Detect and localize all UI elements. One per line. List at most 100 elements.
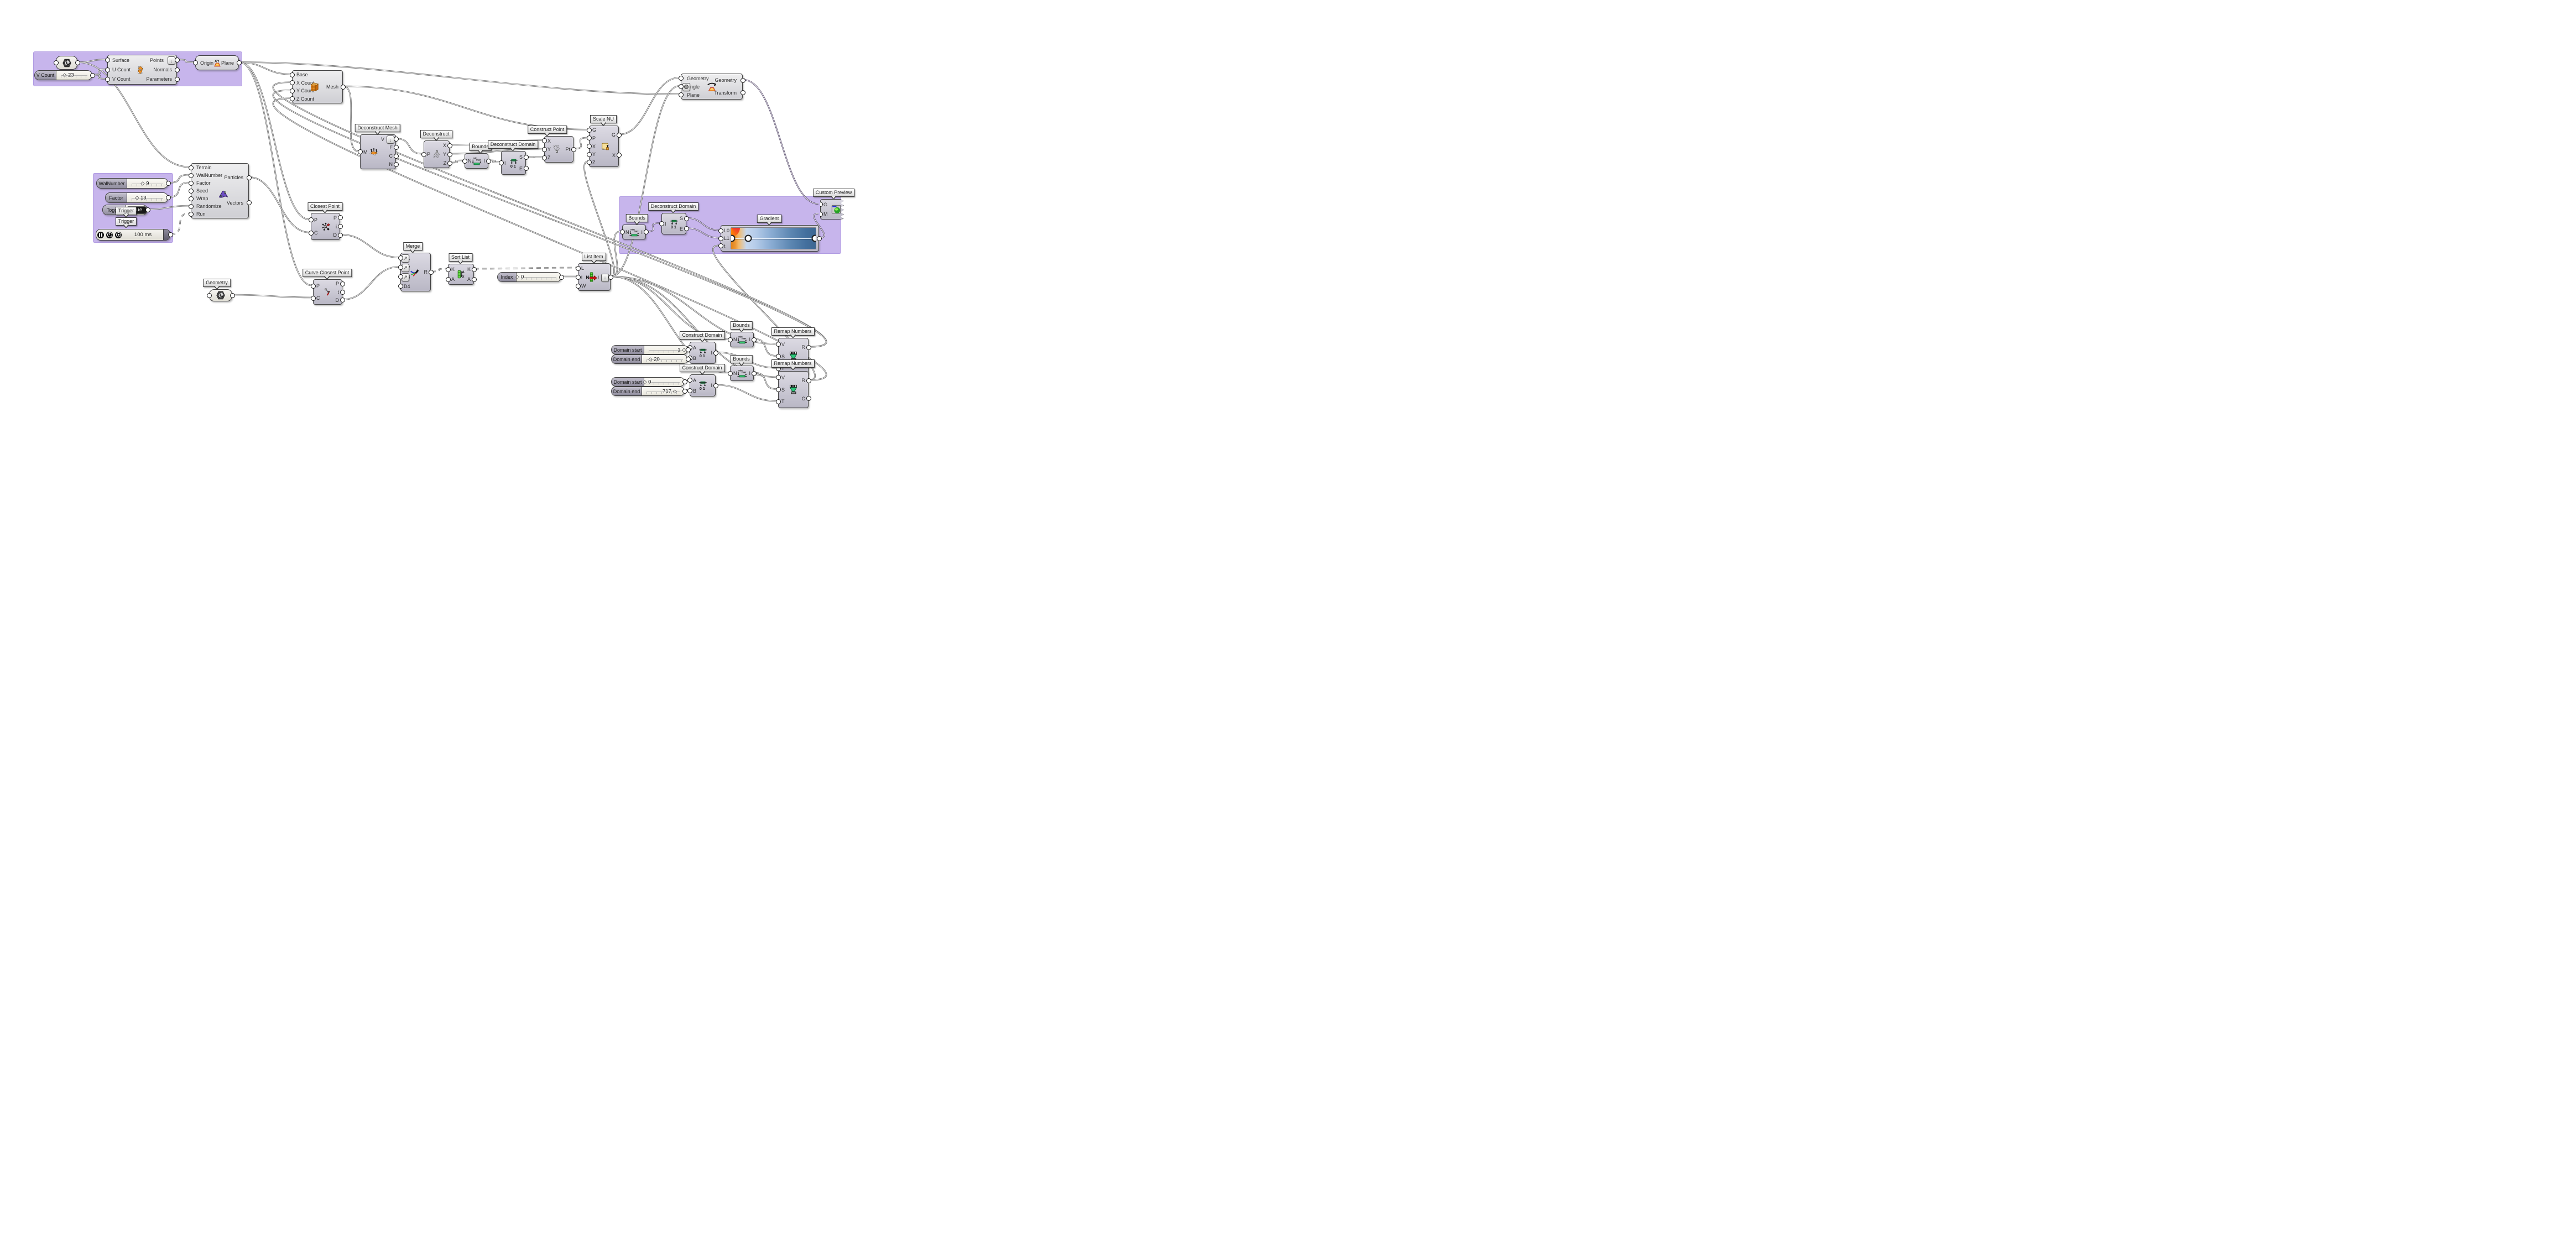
merge-tag[interactable]: Merge (403, 242, 423, 251)
domain-end-slider-2-track[interactable]: 717 ◇ (642, 387, 684, 395)
construct-point-in-nub-0[interactable] (541, 138, 547, 144)
scale-nu-in-nub-0[interactable] (586, 127, 592, 133)
vcount-slider-value[interactable]: ◇ 23 (62, 72, 74, 79)
gradient-in-nub-1[interactable] (718, 236, 723, 241)
index-slider-out-nub-0[interactable] (559, 274, 564, 280)
rotate-in-nub-0[interactable] (678, 76, 684, 81)
gradient-out-nub-0[interactable] (816, 236, 822, 241)
trigger-tag-tag[interactable]: Trigger (115, 207, 137, 215)
deconstruct-domain-1-out-nub-0[interactable] (523, 154, 529, 160)
deconstruct-mesh-out-nub-3[interactable] (393, 161, 399, 167)
gradient-grip[interactable] (731, 234, 736, 242)
divide-surface-in-nub-0[interactable] (105, 58, 110, 63)
vcount-slider-out-nub-0[interactable] (90, 72, 95, 78)
domain-start-slider-2-track[interactable]: ◇ 0 (643, 378, 684, 386)
index-slider[interactable]: Index◇ 0 (497, 272, 564, 282)
curve-closest-point-in-nub-0[interactable] (310, 283, 316, 289)
curve-closest-point-in-nub-1[interactable] (310, 295, 316, 301)
merge-out-nub-0[interactable] (428, 269, 434, 275)
divide-surface-in-nub-1[interactable] (105, 67, 110, 72)
domain-end-slider-1[interactable]: Domain end◇ 20 (611, 354, 691, 364)
deconstruct-domain-1-out-nub-1[interactable] (523, 166, 529, 171)
factor-slider-label[interactable]: Factor (106, 193, 127, 202)
scale-nu-in-nub-4[interactable] (586, 160, 592, 165)
walnumber-slider-value[interactable]: ◇ 9 (140, 180, 149, 186)
index-slider-label[interactable]: Index (498, 273, 517, 281)
surface-param-input-nub[interactable] (53, 60, 59, 65)
remap-numbers-2-out-nub-1[interactable] (806, 396, 811, 401)
domain-start-slider-2[interactable]: Domain start◇ 0 (611, 377, 687, 387)
geometry-param-out-nub-0[interactable] (230, 293, 235, 298)
closest-point-out-nub-1[interactable] (337, 224, 343, 229)
factor-slider-value[interactable]: ◇ 13 (135, 195, 147, 201)
closest-point-in-nub-0[interactable] (308, 217, 314, 223)
closest-point-out-nub-0[interactable] (337, 215, 343, 221)
custom-preview-in-nub-0[interactable] (818, 202, 823, 207)
construct-domain-2-tag[interactable]: Construct Domain (679, 364, 725, 372)
terrain-in-nub-5[interactable] (188, 203, 194, 209)
list-item-in-nub-2[interactable] (575, 283, 581, 289)
gradient-in-nub-2[interactable] (718, 243, 723, 249)
deconstruct-domain-2-out-nub-0[interactable] (684, 216, 689, 221)
mesh-box-in-nub-0[interactable] (289, 72, 295, 77)
construct-domain-2-in-nub-0[interactable] (687, 378, 692, 383)
index-slider-track[interactable]: ◇ 0 (515, 273, 561, 281)
pause-icon[interactable] (97, 231, 104, 238)
terrain-in-nub-3[interactable] (188, 188, 194, 194)
rotate-out-nub-0[interactable] (740, 77, 745, 83)
index-slider-value[interactable]: ◇ 0 (515, 274, 524, 280)
timer-grip[interactable] (163, 229, 170, 240)
factor-slider-track[interactable]: ◇ 13 (127, 193, 168, 202)
domain-end-slider-1-track[interactable]: ◇ 20 (642, 355, 687, 363)
deconstruct-domain-1-in-nub-0[interactable] (498, 160, 504, 165)
merge-in-nub-1[interactable] (398, 265, 403, 270)
walnumber-slider[interactable]: WalNumber◇ 9 (96, 178, 171, 189)
domain-end-slider-1-value[interactable]: ◇ 20 (648, 356, 660, 362)
domain-start-slider-1-value[interactable]: 1 ◇ (677, 347, 686, 353)
surface-param[interactable] (53, 56, 80, 70)
scale-nu-out-nub-1[interactable] (616, 153, 622, 158)
list-item-tag[interactable]: List Item (581, 253, 606, 261)
surface-param-out-nub-0[interactable] (75, 60, 80, 65)
domain-start-slider-1-label[interactable]: Domain start (612, 346, 644, 354)
curve-closest-point-out-nub-0[interactable] (340, 281, 345, 286)
remap-numbers-2-in-nub-2[interactable] (775, 399, 781, 404)
domain-start-slider-1[interactable]: Domain start 1 ◇ (611, 345, 691, 354)
xy-plane-in-nub-0[interactable] (192, 60, 198, 65)
construct-domain-1-tag[interactable]: Construct Domain (679, 331, 725, 340)
domain-start-slider-2-out-nub-0[interactable] (682, 379, 687, 384)
geometry-param-input-nub[interactable] (206, 293, 212, 298)
list-item-in-nub-0[interactable] (575, 265, 581, 271)
deconstruct-point-out-nub-2[interactable] (447, 160, 452, 166)
deconstruct-point-out-nub-1[interactable] (447, 152, 452, 157)
curve-closest-point-out-nub-1[interactable] (340, 289, 345, 295)
remap-numbers-2-tag[interactable]: Remap Numbers (771, 359, 815, 368)
remap-numbers-1-out-nub-0[interactable] (806, 345, 811, 350)
domain-start-slider-2-label[interactable]: Domain start (612, 378, 644, 386)
record-icon[interactable] (115, 231, 122, 238)
deconstruct-domain-2-in-nub-0[interactable] (659, 221, 664, 226)
merge-in-nub-2[interactable] (398, 274, 403, 279)
deconstruct-mesh-out-nub-0[interactable] (393, 137, 399, 142)
rotate-out-nub-1[interactable] (740, 90, 745, 96)
deconstruct-domain-2-tag[interactable]: Deconstruct Domain (648, 202, 699, 211)
domain-start-slider-2-value[interactable]: ◇ 0 (643, 379, 651, 385)
deconstruct-domain-1-tag[interactable]: Deconstruct Domain (487, 140, 539, 149)
xy-plane-out-nub-0[interactable] (236, 60, 242, 65)
divide-surface-out-nub-1[interactable] (174, 67, 180, 72)
walnumber-slider-out-nub-0[interactable] (165, 181, 171, 186)
rotate-in-nub-2[interactable] (678, 92, 684, 97)
terrain-in-nub-0[interactable] (188, 165, 194, 170)
